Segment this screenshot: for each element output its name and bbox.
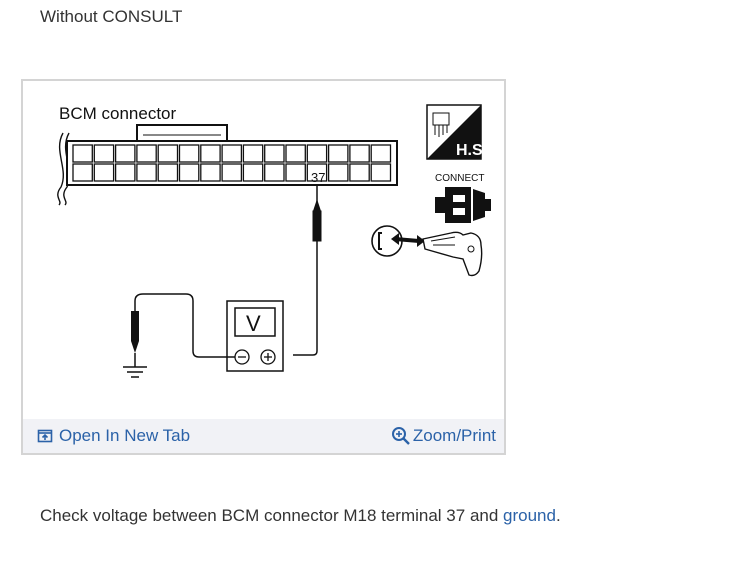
open-new-tab-label: Open In New Tab <box>59 426 191 445</box>
connector-cavity <box>93 163 115 182</box>
connect-label: CONNECT <box>435 173 484 184</box>
open-new-tab-icon <box>37 429 53 443</box>
connector-cavity <box>264 163 285 182</box>
connector-cavity <box>327 163 349 182</box>
bcm-connector <box>66 140 398 186</box>
voltmeter-symbol: V <box>246 311 261 336</box>
instruction-body: Check voltage between BCM connector M18 … <box>40 506 504 525</box>
connector-cavity <box>370 144 392 163</box>
voltmeter: V <box>226 300 284 372</box>
hs-label: H.S. <box>456 142 487 159</box>
zoom-print-label: Zoom/Print <box>412 426 496 445</box>
terminal-label: 37 <box>311 170 325 185</box>
connector-cavity <box>178 144 200 163</box>
connector-cavity <box>136 163 157 182</box>
connector-cavity <box>93 144 115 163</box>
connector-cavity <box>157 144 179 163</box>
connector-cavity <box>242 144 264 163</box>
connector-cavity <box>349 163 370 182</box>
connector-cavity <box>136 144 157 163</box>
connector-cavity <box>242 163 264 182</box>
connector-cavity <box>306 163 328 182</box>
connector-cavity <box>264 144 285 163</box>
connector-cavity <box>221 144 243 163</box>
wiring-diagram: BCM connector 37 V <box>57 104 491 378</box>
connector-cavity <box>72 144 93 163</box>
connector-cavity <box>72 163 93 182</box>
section-heading: Without CONSULT <box>40 7 183 26</box>
connector-cavity <box>370 163 392 182</box>
connector-cavity <box>285 163 306 182</box>
connector-cavity <box>200 163 221 182</box>
connector-cavity <box>285 144 306 163</box>
figure-toolbar: Open In New Tab Zoom/Print <box>23 419 504 453</box>
connector-cavity <box>349 144 370 163</box>
zoom-icon <box>391 427 410 445</box>
connector-cavity <box>200 144 221 163</box>
connector-cavity <box>114 163 136 182</box>
connector-cavity <box>221 163 243 182</box>
diagram-figure: BCM connector 37 V <box>21 79 506 455</box>
connector-cavity <box>178 163 200 182</box>
instruction-end: . <box>555 506 561 525</box>
zoom-print-link[interactable]: Zoom/Print <box>391 426 496 446</box>
connector-cavity <box>114 144 136 163</box>
ground-link[interactable]: ground <box>503 506 556 525</box>
harness-side-icon: H.S. <box>426 104 487 160</box>
ignition-key-icon <box>371 225 483 277</box>
instruction-text: Check voltage between BCM connector M18 … <box>40 506 561 526</box>
open-new-tab-link[interactable]: Open In New Tab <box>37 426 190 446</box>
connector-cavity <box>327 144 349 163</box>
connector-cavity <box>157 163 179 182</box>
connector-plug-icon <box>435 187 491 223</box>
ground-symbol <box>123 353 147 378</box>
connector-cavity <box>306 144 328 163</box>
connector-label: BCM connector <box>59 104 176 123</box>
